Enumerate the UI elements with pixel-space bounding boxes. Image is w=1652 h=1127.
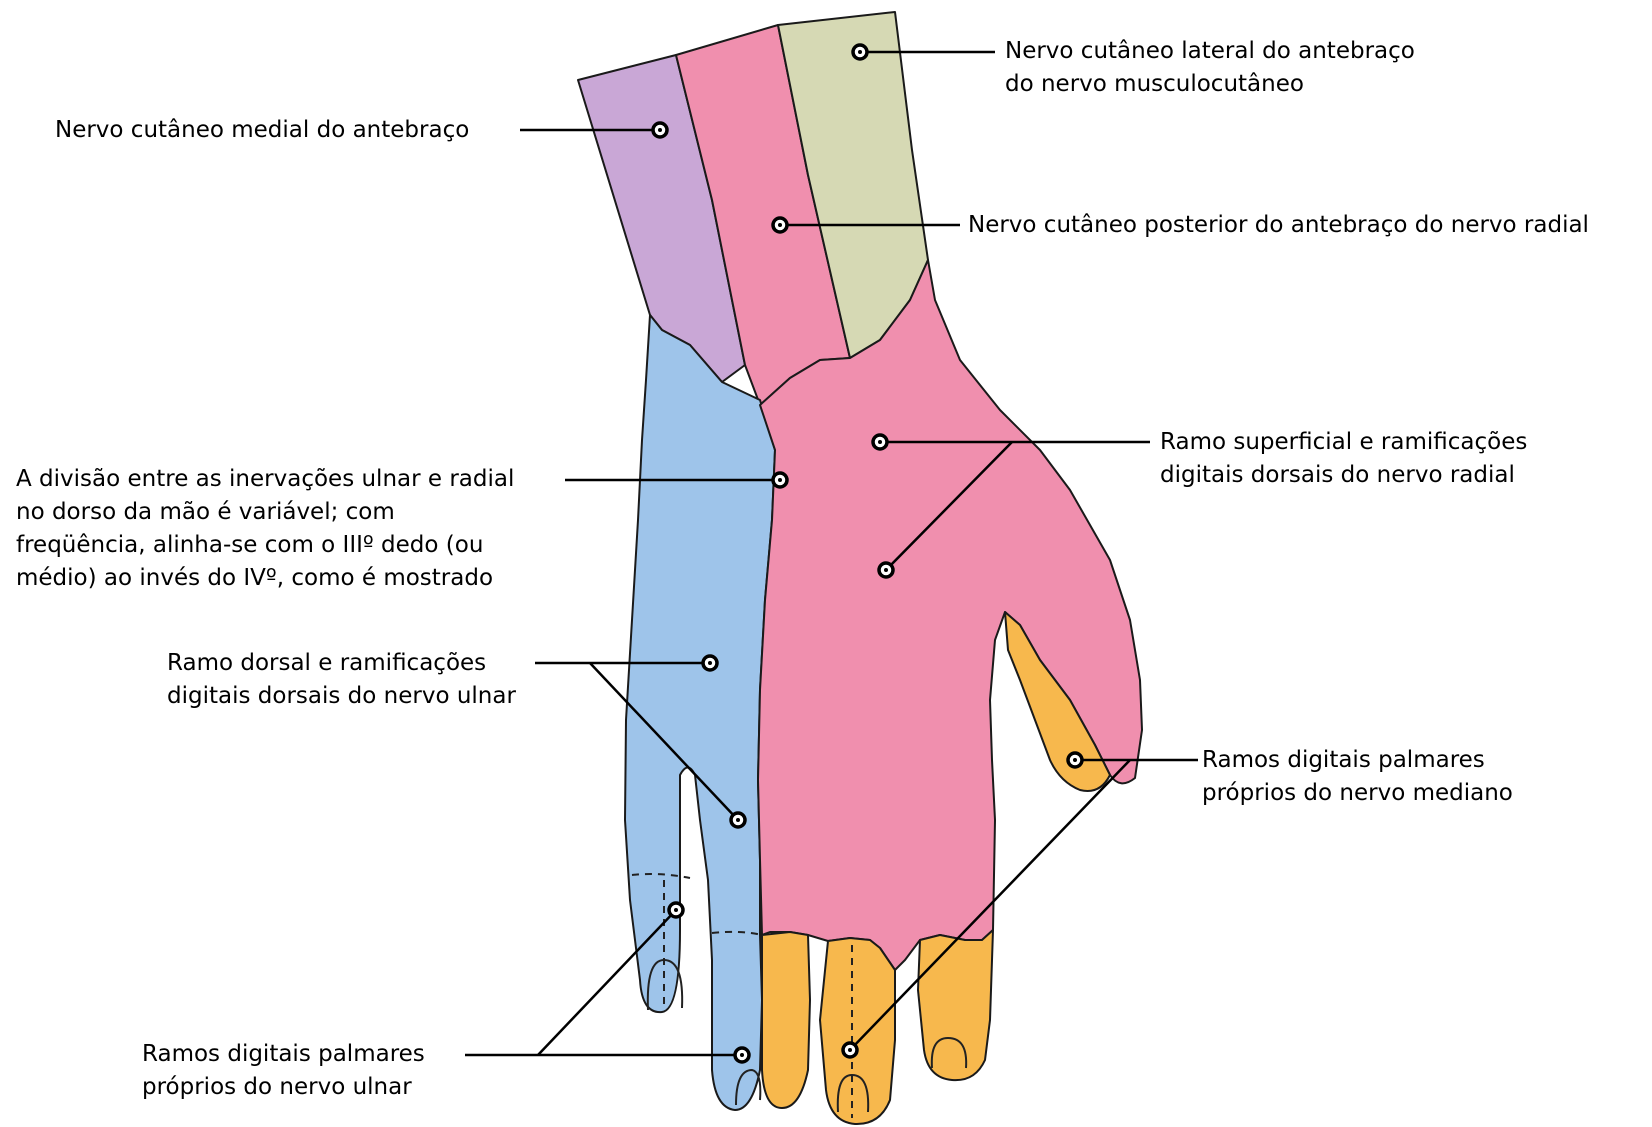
pin-lateral	[853, 45, 867, 59]
region-mediano-finger-2	[820, 938, 895, 1124]
pin-dorsal	[703, 656, 717, 670]
pin-posterior	[773, 218, 787, 232]
pin-medial	[653, 123, 667, 137]
pin-superficial-2	[879, 563, 893, 577]
pin-divisao	[773, 473, 787, 487]
label-divisao: A divisão entre as inervações ulnar e ra…	[16, 463, 514, 595]
pin-superficial	[873, 435, 887, 449]
label-ramo-dorsal: Ramo dorsal e ramificações digitais dors…	[167, 647, 516, 713]
region-mediano-finger-index	[918, 930, 993, 1080]
pin-dorsal-2	[731, 813, 745, 827]
pin-ulnar-palmar-2	[669, 903, 683, 917]
pin-mediano-finger	[843, 1043, 857, 1057]
region-radial-hand	[758, 260, 1142, 970]
pin-ulnar-palmar	[735, 1048, 749, 1062]
label-medial-antebraco: Nervo cutâneo medial do antebraço	[55, 114, 469, 147]
label-lateral-antebraco: Nervo cutâneo lateral do antebraço do ne…	[1005, 35, 1415, 101]
label-posterior-antebraco: Nervo cutâneo posterior do antebraço do …	[968, 209, 1589, 242]
region-mediano-finger-middle	[762, 932, 810, 1108]
pin-mediano-thumb	[1068, 753, 1082, 767]
label-ulnar-palmar: Ramos digitais palmares próprios do nerv…	[142, 1038, 425, 1104]
label-ramo-superficial: Ramo superficial e ramificações digitais…	[1160, 426, 1527, 492]
label-mediano: Ramos digitais palmares próprios do nerv…	[1202, 744, 1513, 810]
